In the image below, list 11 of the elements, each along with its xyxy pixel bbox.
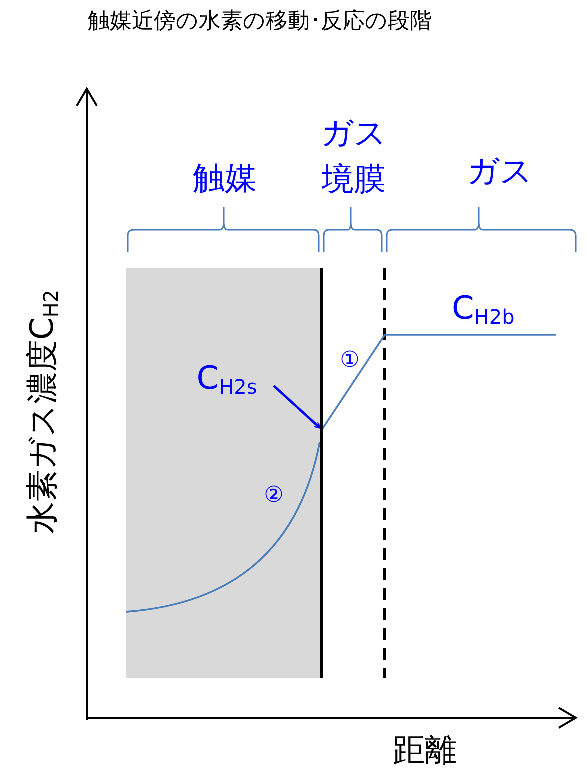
region-label: 触媒	[192, 158, 258, 199]
catalyst-surface-line	[320, 268, 323, 678]
diagram-title: 触媒近傍の水素の移動･反応の段階	[88, 8, 433, 36]
concentration-label: C$_{H2b}$	[452, 288, 516, 328]
axis-title: 距離	[392, 730, 458, 771]
concentration-label: C$_{H2s}$	[196, 358, 258, 398]
step-number: ②	[263, 482, 285, 510]
leader-arrow	[273, 385, 322, 429]
region-label: ガス境膜	[320, 113, 388, 200]
region-label: ガス	[466, 151, 534, 192]
step-number: ①	[339, 347, 361, 375]
